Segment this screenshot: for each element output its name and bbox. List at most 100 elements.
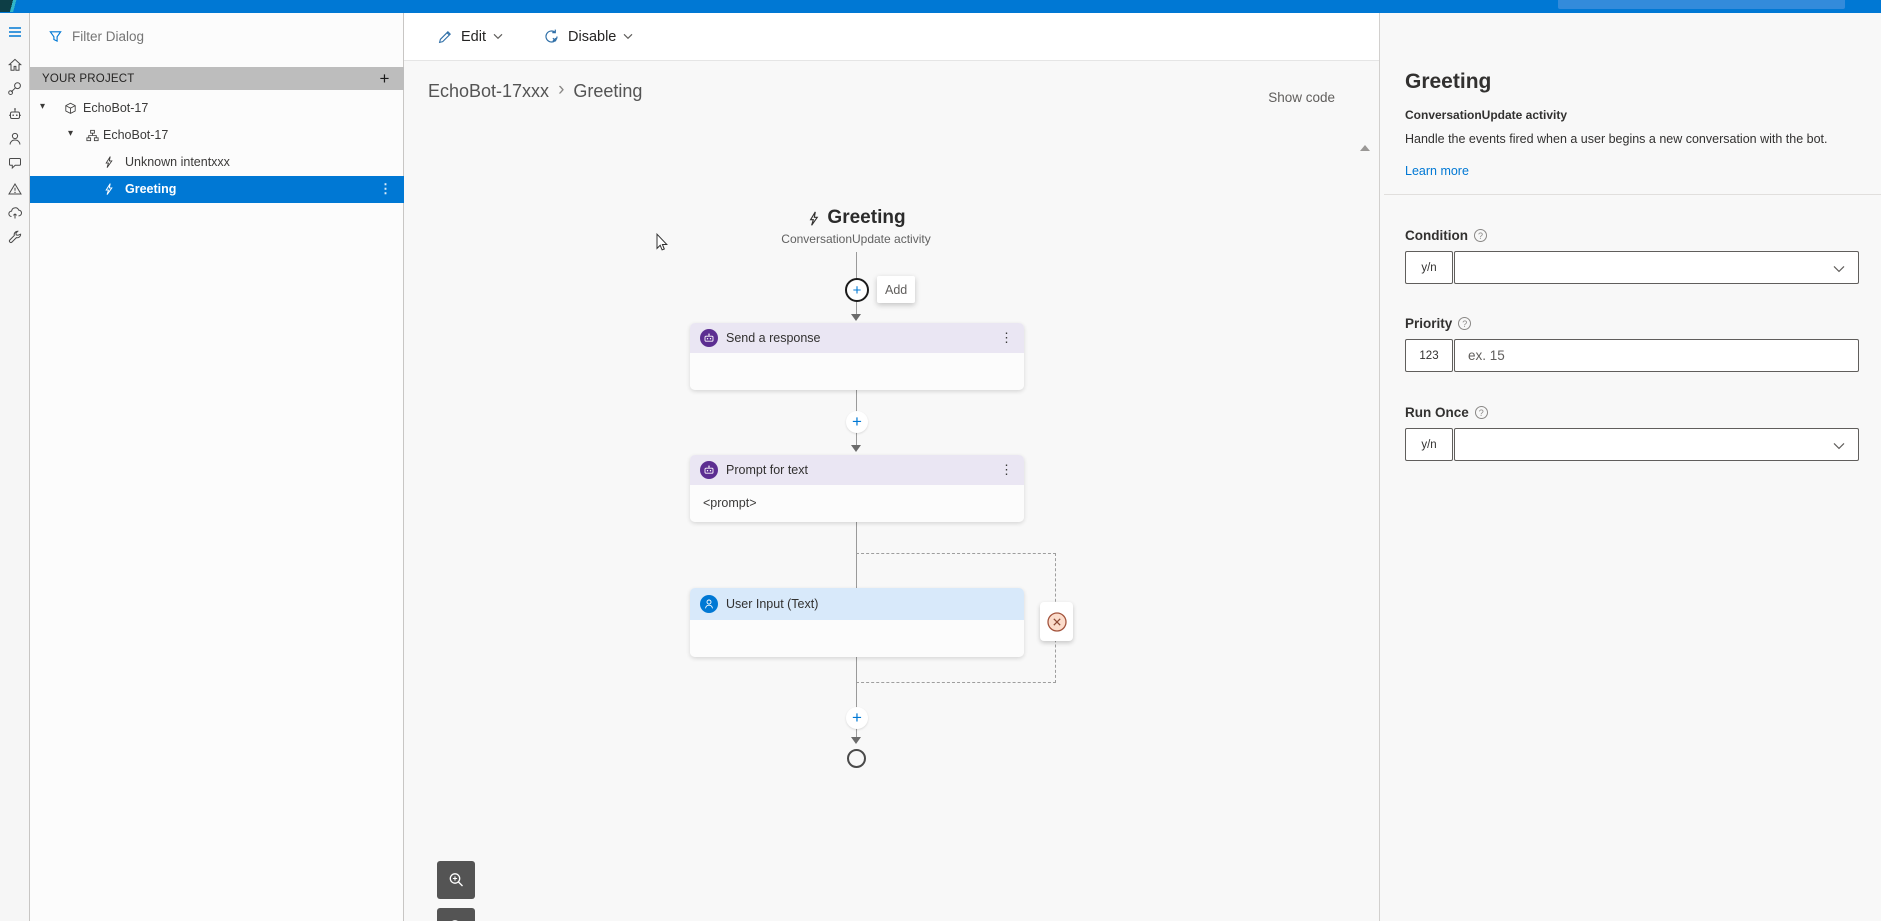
condition-dropdown[interactable] bbox=[1454, 251, 1859, 284]
help-icon[interactable]: ? bbox=[1458, 317, 1472, 330]
breadcrumb: EchoBot-17xxx › Greeting bbox=[428, 79, 642, 103]
properties-title: Greeting bbox=[1405, 70, 1492, 93]
insert-step-button[interactable]: + bbox=[846, 411, 868, 433]
arrowhead-icon bbox=[851, 314, 861, 321]
properties-panel: Greeting ConversationUpdate activity Han… bbox=[1379, 13, 1881, 921]
filter-dialog-input[interactable] bbox=[72, 28, 322, 44]
dialog-orgchart-icon bbox=[85, 128, 100, 146]
priority-input-wrap bbox=[1454, 339, 1859, 372]
node-menu-button[interactable]: ⋮ bbox=[1000, 330, 1013, 345]
trigger-subtitle: ConversationUpdate activity bbox=[781, 232, 931, 246]
flow-end-node bbox=[847, 749, 866, 768]
trigger-bolt-icon bbox=[102, 182, 116, 199]
breadcrumb-item-trigger[interactable]: Greeting bbox=[573, 80, 643, 101]
chevron-down-icon bbox=[1833, 265, 1845, 273]
properties-description: Handle the events fired when a user begi… bbox=[1405, 132, 1828, 146]
filter-dialog-box[interactable] bbox=[30, 21, 404, 51]
user-input-icon bbox=[700, 595, 718, 613]
nav-publish-button[interactable] bbox=[6, 204, 24, 222]
node-body[interactable]: <prompt> bbox=[690, 485, 1024, 522]
run-once-dropdown[interactable] bbox=[1454, 428, 1859, 461]
circle-x-icon bbox=[1046, 611, 1067, 632]
nav-menu-button[interactable] bbox=[6, 23, 24, 41]
add-project-button[interactable]: + bbox=[379, 68, 390, 88]
tree-item-echobot17-root[interactable]: ▾ EchoBot-17 bbox=[30, 95, 404, 122]
chevron-down-icon bbox=[623, 33, 633, 40]
nav-notifications-button[interactable] bbox=[6, 180, 24, 198]
flow-canvas[interactable]: EchoBot-17xxx › Greeting Show code Greet… bbox=[404, 61, 1379, 921]
nav-user-input-button[interactable] bbox=[6, 130, 24, 148]
priority-type-badge: 123 bbox=[1405, 339, 1453, 372]
zoom-out-button[interactable] bbox=[437, 908, 475, 921]
node-title: Send a response bbox=[726, 331, 821, 345]
disable-button[interactable]: Disable bbox=[543, 28, 633, 45]
help-icon[interactable]: ? bbox=[1474, 406, 1488, 419]
edit-label: Edit bbox=[461, 28, 486, 45]
nav-qna-button[interactable] bbox=[6, 154, 24, 172]
hamburger-icon bbox=[9, 27, 21, 37]
user-icon bbox=[9, 132, 21, 145]
loop-exit-button[interactable] bbox=[1040, 602, 1073, 641]
trigger-header[interactable]: Greeting ConversationUpdate activity bbox=[781, 207, 930, 246]
flow-node-user-input[interactable]: User Input (Text) bbox=[690, 588, 1024, 657]
trigger-title: Greeting bbox=[827, 207, 906, 228]
tree-item-label: EchoBot-17 bbox=[83, 101, 149, 115]
mouse-cursor bbox=[656, 233, 668, 251]
show-code-link[interactable]: Show code bbox=[1268, 90, 1335, 105]
nav-design-button[interactable] bbox=[6, 80, 24, 98]
main-area: Edit Disable EchoBot-17xxx › Greeting Sh… bbox=[404, 13, 1379, 921]
bot-response-icon bbox=[700, 329, 718, 347]
bot-icon bbox=[9, 108, 21, 119]
edit-button[interactable]: Edit bbox=[437, 29, 503, 45]
properties-subtitle: ConversationUpdate activity bbox=[1405, 108, 1568, 122]
nav-home-button[interactable] bbox=[6, 56, 24, 74]
tree-item-more-button[interactable]: ⋮ bbox=[379, 181, 392, 196]
project-cube-icon bbox=[63, 101, 78, 119]
home-icon bbox=[8, 58, 22, 71]
your-project-header: YOUR PROJECT + bbox=[30, 67, 404, 90]
your-project-label: YOUR PROJECT bbox=[42, 72, 135, 85]
cloud-upload-icon bbox=[8, 207, 22, 219]
run-once-field: y/n bbox=[1405, 428, 1859, 461]
flow-node-send-a-response[interactable]: Send a response ⋮ bbox=[690, 323, 1024, 390]
node-menu-button[interactable]: ⋮ bbox=[1000, 462, 1013, 477]
chevron-down-icon bbox=[1833, 442, 1845, 450]
condition-field: y/n bbox=[1405, 251, 1859, 284]
run-once-type-badge: y/n bbox=[1405, 428, 1453, 461]
breadcrumb-item-dialog[interactable]: EchoBot-17xxx bbox=[428, 80, 550, 101]
filter-icon bbox=[49, 30, 62, 42]
nav-settings-button[interactable] bbox=[6, 229, 24, 247]
help-icon[interactable]: ? bbox=[1473, 229, 1487, 242]
priority-input[interactable] bbox=[1455, 340, 1858, 371]
top-app-bar bbox=[0, 0, 1881, 13]
priority-field: 123 bbox=[1405, 339, 1859, 372]
flow-node-prompt-for-text[interactable]: Prompt for text ⋮ <prompt> bbox=[690, 455, 1024, 522]
canvas-scroll-up-arrow[interactable] bbox=[1360, 145, 1370, 151]
node-body[interactable] bbox=[690, 353, 1024, 390]
left-nav-rail bbox=[0, 13, 30, 921]
arrowhead-icon bbox=[851, 445, 861, 452]
pencil-icon bbox=[438, 30, 451, 43]
node-body[interactable] bbox=[690, 620, 1024, 657]
warning-triangle-icon bbox=[8, 183, 22, 195]
expand-arrow-icon[interactable]: ▾ bbox=[40, 101, 46, 112]
tree-item-echobot17-dialog[interactable]: ▾ EchoBot-17 bbox=[30, 122, 404, 149]
expand-arrow-icon[interactable]: ▾ bbox=[68, 128, 74, 139]
zoom-in-button[interactable] bbox=[437, 861, 475, 899]
breadcrumb-separator-icon: › bbox=[558, 79, 565, 100]
tree-item-greeting[interactable]: Greeting ⋮ bbox=[30, 176, 404, 203]
composer-logo bbox=[0, 0, 24, 12]
chevron-down-icon bbox=[493, 33, 503, 40]
add-step-button[interactable]: + bbox=[845, 278, 869, 302]
tree-item-label: Greeting bbox=[125, 182, 177, 196]
zoom-out-icon bbox=[450, 919, 459, 921]
insert-step-button[interactable]: + bbox=[846, 707, 868, 729]
node-title: Prompt for text bbox=[726, 463, 808, 477]
arrowhead-icon bbox=[851, 737, 861, 744]
learn-more-link[interactable]: Learn more bbox=[1405, 164, 1469, 178]
tree-item-unknown-intent[interactable]: Unknown intentxxx bbox=[30, 149, 404, 176]
topbar-button[interactable] bbox=[1558, 0, 1845, 9]
bot-response-icon bbox=[700, 461, 718, 479]
nav-bot-responses-button[interactable] bbox=[6, 105, 24, 123]
